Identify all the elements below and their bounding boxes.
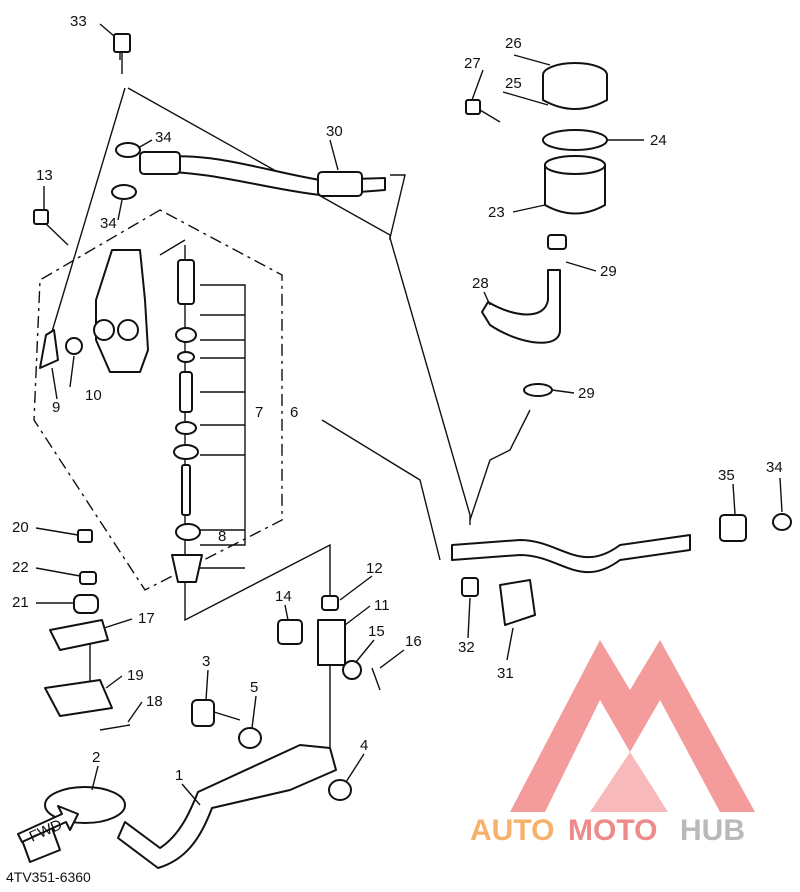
callout-27: 27: [464, 55, 481, 72]
callout-25: 25: [505, 75, 522, 92]
small-parts: [33, 33, 536, 801]
callout-33: 33: [70, 13, 87, 30]
callout-12: 12: [366, 560, 383, 577]
callout-18: 18: [146, 693, 163, 710]
callout-29-upper: 29: [600, 263, 617, 280]
callout-21: 21: [12, 594, 29, 611]
watermark-word-moto: MOTO: [568, 814, 657, 847]
callout-34-upper: 34: [155, 129, 172, 146]
callout-32: 32: [458, 639, 475, 656]
callout-20: 20: [12, 519, 29, 536]
callout-3: 3: [202, 653, 210, 670]
diagram-code: 4TV351-6360: [6, 869, 91, 885]
callout-labels: 1 2 3 4 5 6 7 8 9 10 11 12 13 14 15 16 1…: [12, 13, 783, 784]
callout-14: 14: [275, 588, 292, 605]
master-cylinder-body: [93, 249, 149, 373]
brake-hose-lower: [451, 513, 792, 574]
callout-22: 22: [12, 559, 29, 576]
callout-29-lower: 29: [578, 385, 595, 402]
callout-26: 26: [505, 35, 522, 52]
callout-23: 23: [488, 204, 505, 221]
callout-13: 13: [36, 167, 53, 184]
watermark-word-hub: HUB: [680, 814, 745, 847]
callout-24: 24: [650, 132, 667, 149]
callout-11: 11: [374, 597, 390, 614]
brake-hose-30: [139, 151, 386, 197]
callout-8: 8: [218, 528, 226, 545]
callout-17: 17: [138, 610, 155, 627]
callout-5: 5: [250, 679, 258, 696]
watermark-word-auto: AUTO: [470, 814, 554, 847]
reservoir-assembly: [481, 62, 608, 397]
callout-leaders: [35, 23, 783, 806]
callout-15: 15: [368, 623, 385, 640]
callout-6: 6: [290, 404, 298, 421]
callout-2: 2: [92, 749, 100, 766]
callout-7: 7: [255, 404, 263, 421]
callout-4: 4: [360, 737, 368, 754]
callout-30: 30: [326, 123, 343, 140]
callout-16: 16: [405, 633, 422, 650]
callout-28: 28: [472, 275, 489, 292]
callout-10: 10: [85, 387, 102, 404]
callout-19: 19: [127, 667, 144, 684]
callout-9: 9: [52, 399, 60, 416]
callout-34-middle: 34: [100, 215, 117, 232]
callout-34-right: 34: [766, 459, 783, 476]
brake-pedal: [21, 744, 337, 869]
watermark-logo: AUTO MOTO HUB: [470, 640, 755, 847]
callout-1: 1: [175, 767, 183, 784]
assembly-outline-6: [33, 209, 283, 591]
leader-lines: [44, 48, 531, 760]
callout-35: 35: [718, 467, 735, 484]
callout-31: 31: [497, 665, 514, 682]
